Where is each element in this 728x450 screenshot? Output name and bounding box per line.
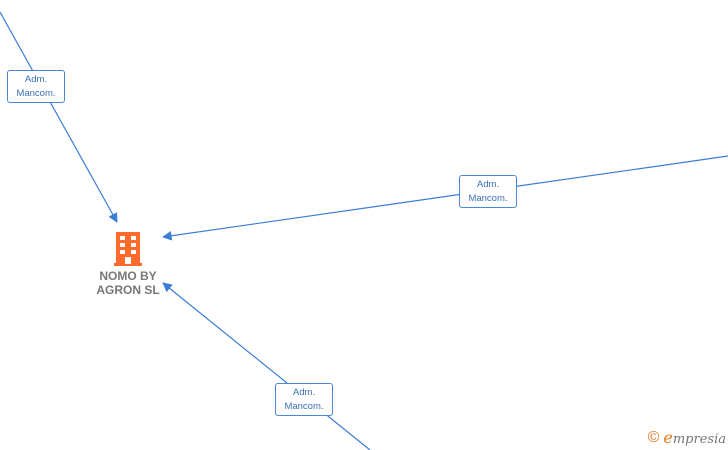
company-name: NOMO BY AGRON SL [96, 269, 160, 297]
edge-label-top-left[interactable]: Adm. Mancom. [7, 70, 65, 103]
edge-line-bottom [162, 282, 371, 450]
brand-name: empresia [663, 428, 726, 447]
edge-label-bottom[interactable]: Adm. Mancom. [275, 383, 333, 416]
brand-logo: © empresia [648, 428, 726, 447]
brand-first-letter: e [663, 428, 673, 447]
copyright-symbol: © [647, 428, 660, 446]
edge-line-top-left [0, 11, 118, 223]
brand-name-rest: mpresia [672, 432, 726, 447]
building-icon [114, 232, 142, 266]
edge-line-right [162, 155, 728, 241]
edge-label-right[interactable]: Adm. Mancom. [459, 175, 517, 208]
company-node[interactable]: NOMO BY AGRON SL [78, 230, 178, 297]
